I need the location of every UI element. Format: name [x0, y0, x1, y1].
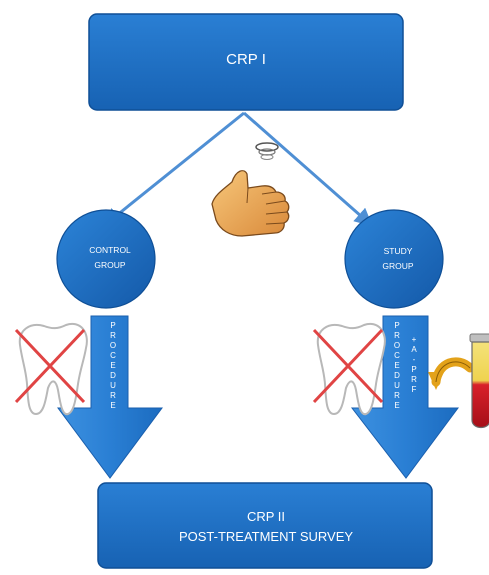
arrow-letter: C: [110, 351, 116, 360]
arrow-letter: E: [110, 361, 115, 370]
arrow-letter: O: [110, 341, 116, 350]
blood-test-tube-icon: [469, 333, 489, 429]
control-group-line2: GROUP: [94, 260, 126, 270]
top-box-label: CRP I: [226, 51, 266, 68]
arrow-letter: D: [394, 371, 400, 380]
connector-to-study: [243, 111, 373, 227]
arrow-letter: R: [110, 331, 116, 340]
bottom-box: CRP II POST-TREATMENT SURVEY: [97, 482, 433, 569]
arrow-letter: R: [394, 391, 400, 400]
crossed-out-tooth-icon: [14, 322, 88, 416]
bottom-box-line1: CRP II: [247, 509, 285, 524]
study-group-line1: STUDY: [384, 246, 413, 256]
arrow-letter: P: [110, 321, 115, 330]
arrow-letter: -: [413, 355, 416, 364]
arrow-letter: E: [394, 401, 399, 410]
arrow-letter: P: [411, 365, 416, 374]
bottom-box-line2: POST-TREATMENT SURVEY: [179, 529, 353, 544]
arrow-letter: R: [411, 375, 417, 384]
crossed-out-tooth-icon: [312, 322, 386, 416]
arrow-letter: U: [110, 381, 116, 390]
control-group-line1: CONTROL: [89, 245, 131, 255]
study-group-node: STUDY GROUP: [344, 209, 444, 309]
arrow-letter: E: [394, 361, 399, 370]
arrow-letter: U: [394, 381, 400, 390]
arrow-letter: D: [110, 371, 116, 380]
curved-arrow-icon: [428, 357, 475, 390]
thumb-coin-flip-icon: [211, 142, 290, 237]
study-group-line2: GROUP: [382, 261, 414, 271]
arrow-letter: A: [411, 345, 417, 354]
control-group-node: CONTROL GROUP: [56, 209, 156, 309]
arrow-letter: C: [394, 351, 400, 360]
arrow-letter: R: [110, 391, 116, 400]
top-box: CRP I: [88, 13, 404, 111]
arrow-letter: +: [412, 335, 417, 344]
arrow-letter: F: [412, 385, 417, 394]
arrow-letter: O: [394, 341, 400, 350]
arrow-letter: E: [110, 401, 115, 410]
arrow-letter: P: [394, 321, 399, 330]
arrow-letter: R: [394, 331, 400, 340]
connector-to-control: [103, 111, 245, 227]
